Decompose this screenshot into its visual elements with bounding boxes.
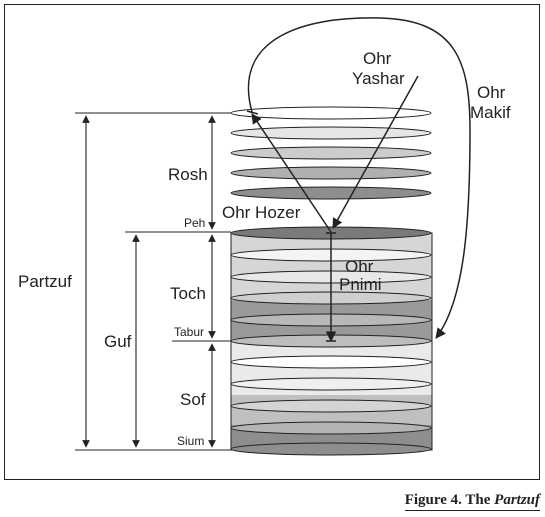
- tabur-label: Tabur: [174, 325, 204, 339]
- rosh-label: Rosh: [168, 165, 208, 184]
- reference-lines: [75, 112, 231, 451]
- caption-emphasis: Partzuf: [494, 492, 540, 508]
- ohr-makif-label-2: Makif: [470, 103, 511, 122]
- rosh-discs: [230, 106, 432, 200]
- sof-discs: [230, 355, 432, 456]
- ohr-yashar-label-2: Yashar: [352, 69, 405, 88]
- ohr-pnimi-label-2: Pnimi: [339, 275, 382, 294]
- sof-label: Sof: [180, 390, 206, 409]
- ohr-yashar-label-1: Ohr: [363, 49, 392, 68]
- ohr-makif-label-1: Ohr: [477, 83, 506, 102]
- guf-label: Guf: [104, 332, 132, 351]
- light-lines: [246, 17, 471, 343]
- sium-label: Sium: [177, 434, 204, 448]
- peh-label: Peh: [184, 216, 205, 230]
- caption-prefix: Figure 4. The: [404, 492, 495, 508]
- toch-label: Toch: [170, 284, 206, 303]
- ohr-hozer-label: Ohr Hozer: [222, 203, 301, 222]
- partzuf-label: Partzuf: [18, 272, 72, 291]
- ohr-pnimi-label-1: Ohr: [345, 257, 374, 276]
- figure-caption: Figure 4. The Partzuf: [404, 492, 540, 511]
- diagram-frame: [4, 4, 540, 480]
- dimension-arrows: [82, 115, 216, 448]
